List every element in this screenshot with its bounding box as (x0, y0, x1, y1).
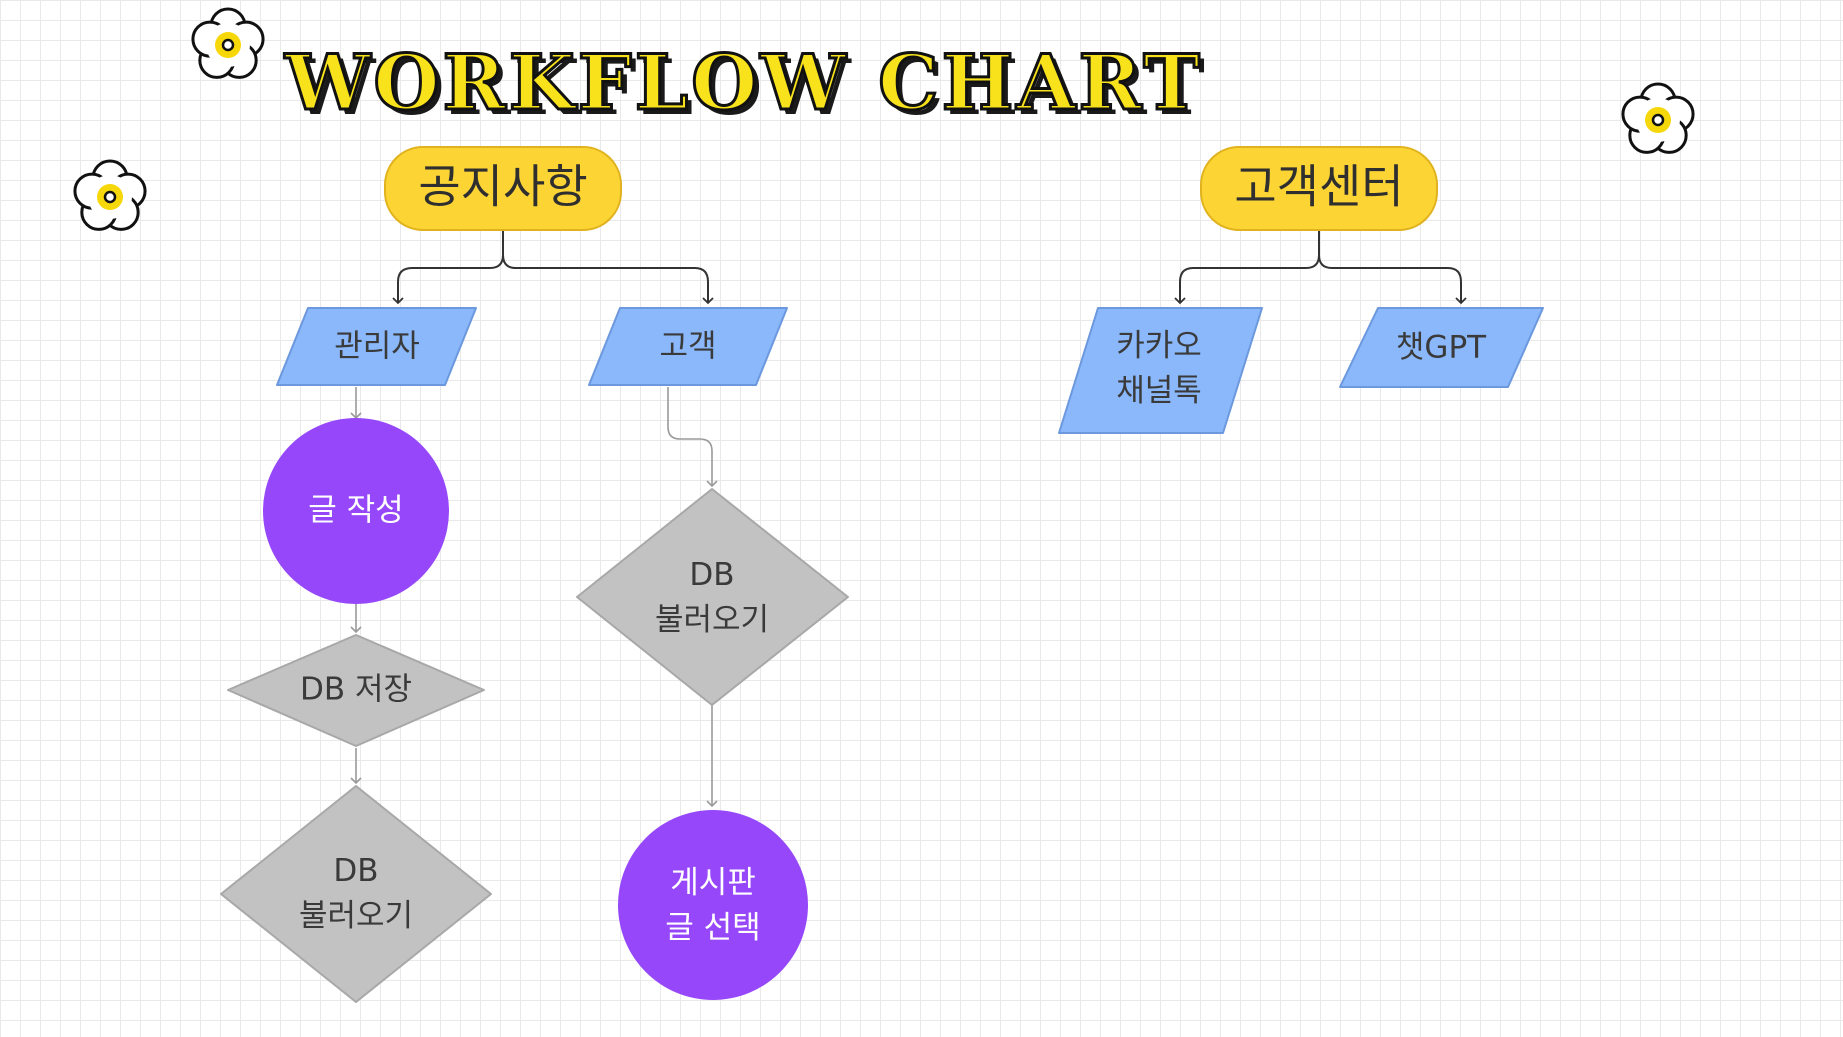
page-title: WORKFLOW CHART (284, 37, 1203, 129)
category-label-notice: 공지사항 (418, 159, 588, 214)
flower-icon (73, 159, 147, 231)
actor-label-kakao: 카카오 채널톡 (1116, 328, 1202, 409)
connector-support-chatgpt (1318, 254, 1467, 305)
process-label-select: 게시판 글 선택 (665, 865, 761, 946)
connector-notice-admin (392, 230, 504, 305)
decision-label-load-customer: DB 불러오기 (654, 557, 770, 638)
category-pill-notice (384, 146, 622, 231)
category-pill-support (1200, 146, 1438, 231)
category-label-support: 고객센터 (1234, 159, 1404, 214)
connector-notice-customer (502, 254, 714, 305)
actor-label-customer: 고객 (659, 328, 717, 365)
actor-label-admin: 관리자 (334, 328, 420, 365)
decision-label-save: DB 저장 (299, 671, 413, 708)
decision-diamond-load-admin (220, 785, 492, 1003)
actor-shape-kakao (1058, 307, 1263, 434)
actor-shape-customer (588, 307, 788, 386)
decision-diamond-load-customer (576, 488, 849, 706)
actor-label-chatgpt: 챗GPT (1395, 329, 1487, 366)
actor-shape-admin (276, 307, 477, 386)
actor-shape-chatgpt (1339, 307, 1544, 388)
decision-label-load-admin: DB 불러오기 (298, 853, 414, 934)
connector-support-kakao (1174, 230, 1320, 305)
flower-icon (191, 7, 265, 79)
decision-diamond-save (227, 634, 485, 747)
process-circle-write (263, 418, 449, 604)
process-circle-select (618, 810, 808, 1000)
connector-customer-load (667, 387, 718, 488)
process-label-write: 글 작성 (308, 492, 404, 529)
flower-icon (1621, 82, 1695, 154)
